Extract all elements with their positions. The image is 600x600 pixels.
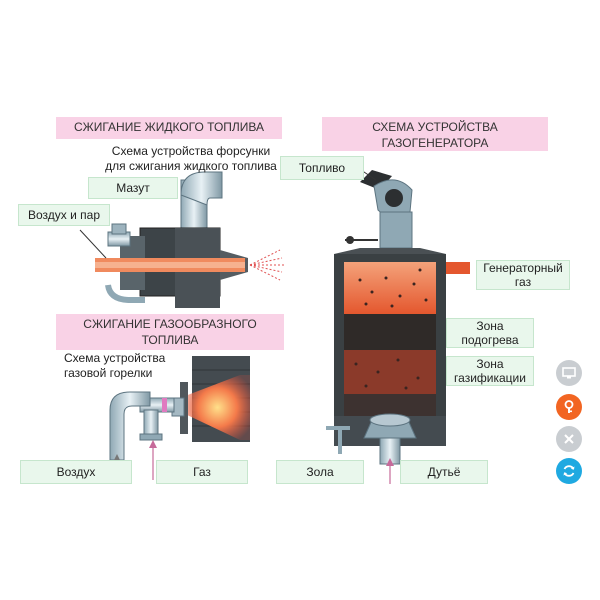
- refresh-icon: [563, 465, 575, 477]
- screen-icon: [562, 367, 576, 379]
- label-generator-gas: Генераторный газ: [476, 260, 570, 290]
- label-generator-gas-line2: газ: [514, 275, 532, 289]
- gas-fuel-title-line1: СЖИГАНИЕ ГАЗООБРАЗНОГО: [83, 317, 257, 331]
- liquid-fuel-caption: Схема устройства форсунки для сжигания ж…: [98, 144, 284, 174]
- gas-fuel-title-line2: ТОПЛИВА: [141, 333, 199, 347]
- label-air: Воздух: [20, 460, 132, 484]
- close-icon: [564, 434, 574, 444]
- label-heating-zone-line2: подогрева: [461, 333, 519, 347]
- gas-fuel-title: СЖИГАНИЕ ГАЗООБРАЗНОГО ТОПЛИВА: [56, 314, 284, 350]
- label-generator-gas-line1: Генераторный: [483, 261, 563, 275]
- label-heating-zone-line1: Зона: [476, 319, 504, 333]
- refresh-button[interactable]: [556, 458, 582, 484]
- label-ash: Зола: [276, 460, 364, 484]
- label-gasification-zone: Зона газификации: [446, 356, 534, 386]
- liquid-fuel-caption-line2: для сжигания жидкого топлива: [105, 159, 277, 173]
- gas-burner-caption: Схема устройства газовой горелки: [64, 351, 174, 381]
- gas-burner-caption-line2: газовой горелки: [64, 366, 153, 380]
- label-gasification-zone-line2: газификации: [454, 371, 526, 385]
- label-heating-zone: Зона подогрева: [446, 318, 534, 348]
- gas-burner: [109, 356, 250, 480]
- liquid-fuel-title: СЖИГАНИЕ ЖИДКОГО ТОПЛИВА: [56, 117, 282, 139]
- close-button[interactable]: [556, 426, 582, 452]
- label-blast: Дутьё: [400, 460, 488, 484]
- key-icon: [564, 400, 574, 413]
- label-gasification-zone-line1: Зона: [476, 357, 504, 371]
- generator-title-line2: ГАЗОГЕНЕРАТОРА: [381, 136, 489, 150]
- label-air-steam: Воздух и пар: [18, 204, 110, 226]
- label-gas: Газ: [156, 460, 248, 484]
- screen-button[interactable]: [556, 360, 582, 386]
- gas-burner-caption-line1: Схема устройства: [64, 351, 166, 365]
- liquid-fuel-nozzle: [79, 171, 284, 308]
- label-fuel: Топливо: [280, 156, 364, 180]
- label-mazut: Мазут: [88, 177, 178, 199]
- gas-generator: [326, 167, 470, 484]
- liquid-fuel-caption-line1: Схема устройства форсунки: [111, 144, 271, 158]
- key-button[interactable]: [556, 394, 582, 420]
- generator-title-line1: СХЕМА УСТРОЙСТВА: [372, 120, 498, 134]
- generator-title: СХЕМА УСТРОЙСТВА ГАЗОГЕНЕРАТОРА: [322, 117, 548, 151]
